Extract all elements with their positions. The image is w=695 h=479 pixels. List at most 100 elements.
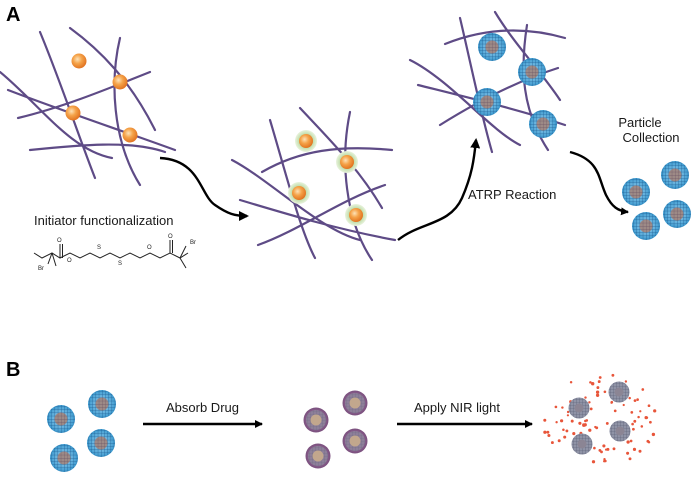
chem-atom-label: S xyxy=(118,261,122,267)
drug-dot xyxy=(629,439,633,443)
chem-atom-label: O xyxy=(67,258,72,264)
drug-dot xyxy=(628,396,631,400)
shell-particle xyxy=(622,178,650,206)
drug-dot xyxy=(555,421,558,424)
drug-dot xyxy=(589,381,592,384)
drug-dot xyxy=(561,406,564,409)
released-particle xyxy=(609,420,631,442)
panel-b-released-particles xyxy=(568,381,631,455)
shell-particle xyxy=(663,200,691,228)
released-drug-dots xyxy=(543,373,657,464)
core-particle xyxy=(292,186,306,200)
drug-dot xyxy=(622,403,625,407)
step-collection-label-line1: Particle xyxy=(618,115,661,130)
drug-loaded-particle xyxy=(305,443,331,469)
shell-particle xyxy=(473,88,501,116)
core-particle xyxy=(112,74,128,90)
shell-particle xyxy=(50,444,78,472)
core-particle xyxy=(299,134,313,148)
drug-dot xyxy=(640,425,644,428)
step-nir-label: Apply NIR light xyxy=(414,400,500,415)
drug-dot xyxy=(550,441,554,445)
arrow-functionalize xyxy=(159,156,249,221)
chem-atom-label: Br xyxy=(190,240,196,246)
shell-particle xyxy=(632,212,660,240)
drug-dot xyxy=(565,429,569,433)
drug-dot xyxy=(651,432,656,437)
chem-atom-label: O xyxy=(57,238,62,244)
drug-dot xyxy=(632,427,635,431)
core-particle xyxy=(65,105,81,121)
drug-dot xyxy=(591,382,595,386)
drug-dot xyxy=(598,448,602,452)
step-atrp-label: ATRP Reaction xyxy=(468,187,556,202)
core-particle xyxy=(349,208,363,222)
drug-dot xyxy=(546,430,550,434)
drug-dot xyxy=(589,407,593,411)
chem-atom-label: O xyxy=(168,234,173,240)
panel-a-label: A xyxy=(6,4,20,26)
drug-dot xyxy=(595,390,600,394)
network-stage2 xyxy=(230,106,397,262)
drug-dot xyxy=(572,432,576,436)
drug-dot xyxy=(596,386,600,390)
drug-dot xyxy=(613,409,617,413)
released-particle xyxy=(568,397,590,419)
drug-dot xyxy=(637,415,640,419)
network-stage1 xyxy=(0,26,177,187)
drug-dot xyxy=(547,433,551,438)
drug-dot xyxy=(566,414,570,417)
shell-particle xyxy=(518,58,546,86)
shell-particle xyxy=(661,161,689,189)
drug-dot xyxy=(588,428,592,432)
drug-dot xyxy=(584,419,587,423)
core-particle xyxy=(71,53,87,69)
shell-particle xyxy=(478,33,506,61)
drug-dot xyxy=(578,421,582,425)
drug-dot xyxy=(633,419,637,423)
initiator-structure: O O S S O O Br Br xyxy=(33,234,196,272)
drug-dot xyxy=(611,373,615,377)
drug-dot xyxy=(628,457,632,461)
drug-dot xyxy=(639,410,642,413)
drug-dot xyxy=(554,405,558,409)
chem-atom-label: O xyxy=(147,245,152,251)
shell-particle xyxy=(87,429,115,457)
drug-dot xyxy=(570,419,574,423)
drug-dot xyxy=(632,447,637,452)
arrow-atrp xyxy=(397,138,481,241)
drug-dot xyxy=(605,421,609,425)
drug-dot xyxy=(633,399,637,402)
step-absorb-label: Absorb Drug xyxy=(166,400,239,415)
drug-dot xyxy=(594,425,597,429)
drug-dot xyxy=(597,380,601,384)
drug-dot xyxy=(603,390,607,394)
drug-dot xyxy=(647,440,651,444)
step-collection-label-line2: Collection xyxy=(622,130,679,145)
panel-b-label: B xyxy=(6,359,20,381)
chem-atom-label: Br xyxy=(38,266,44,272)
shell-particle xyxy=(47,405,75,433)
drug-loaded-particle xyxy=(342,428,368,454)
drug-dot xyxy=(626,440,630,444)
drug-dot xyxy=(543,418,547,422)
drug-dot xyxy=(563,435,567,439)
drug-dot xyxy=(593,446,596,450)
drug-loaded-particle xyxy=(342,390,368,416)
drug-dot xyxy=(598,376,602,379)
drug-dot xyxy=(626,451,630,455)
drug-dot xyxy=(566,410,570,414)
drug-dot xyxy=(569,380,573,384)
drug-dot xyxy=(612,447,616,451)
drug-dot xyxy=(543,430,547,434)
chem-atom-label: S xyxy=(97,245,101,251)
drug-dot xyxy=(557,439,561,443)
released-particle xyxy=(571,433,593,455)
drug-dot xyxy=(624,380,628,383)
drug-loaded-particle xyxy=(303,407,329,433)
shell-particle xyxy=(529,110,557,138)
drug-dot xyxy=(645,416,649,419)
drug-dot xyxy=(630,411,634,414)
